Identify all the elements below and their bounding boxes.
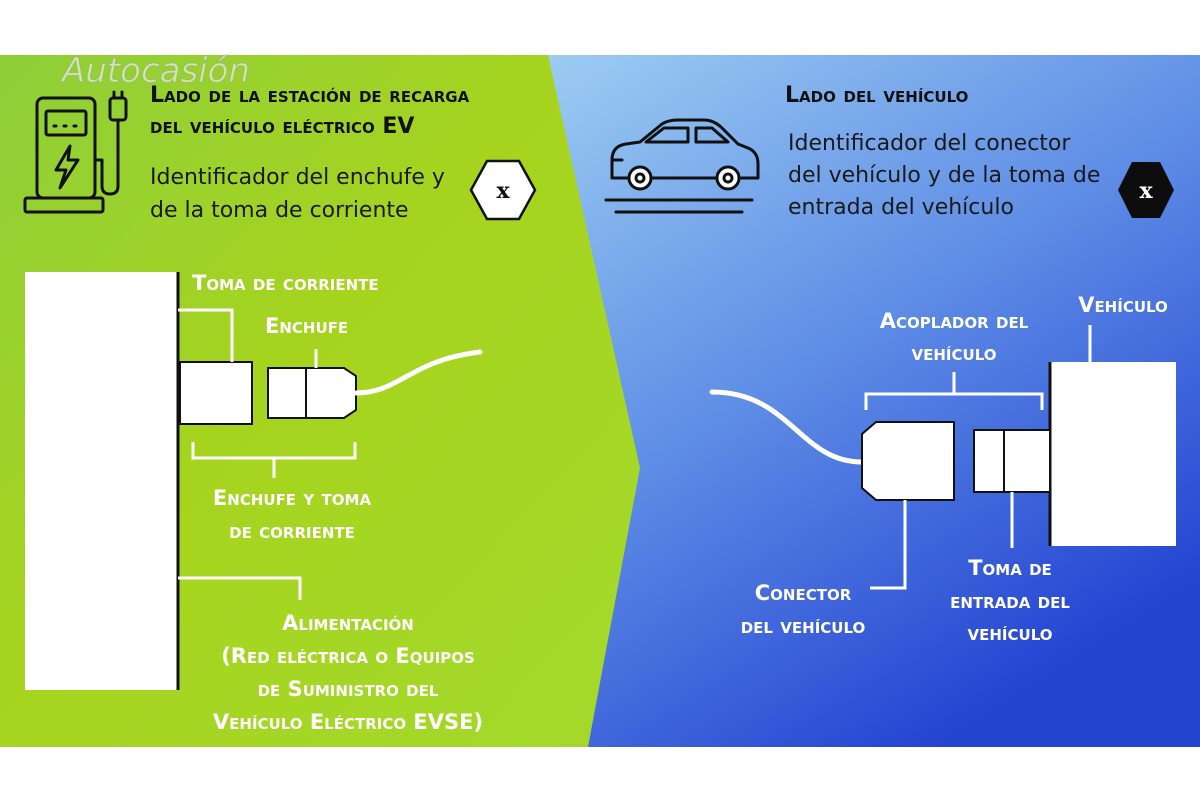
label-inlet-line1: Toma de [968,556,1052,580]
vehicle-heading: Lado del vehículo [785,83,968,108]
plug-shape [267,367,357,419]
station-heading-line1: Lado de la estación de recarga [150,83,470,108]
supply-leader-line [178,576,302,600]
label-connector-line2: del vehículo [741,614,866,638]
car-icon [604,118,760,214]
label-vehicle: Vehículo [1078,293,1168,317]
label-connector-line1: Conector [755,581,852,605]
vehicle-inlet-shape [973,429,1051,493]
station-desc-line1: Identificador del enchufe y [150,165,445,190]
label-plug-outlet-line1: Enchufe y toma [213,486,372,510]
vehicle-desc-line1: Identificador del conector [788,131,1071,156]
vehicle-connector-shape [861,421,955,501]
vehicle-desc-line2: del vehículo y de la toma de [788,163,1100,188]
label-coupler-line1: Acoplador del [880,309,1029,333]
charging-station-icon [23,90,128,214]
connector-leader-line [870,500,907,590]
connector-cable [709,389,865,465]
label-plug-outlet-line2: de corriente [229,519,355,543]
label-inlet-line3: vehículo [968,621,1053,645]
label-supply-line1: Alimentación [282,611,414,635]
vehicle-badge-label: x [1139,178,1153,204]
label-supply-line2: (Red eléctrica o Equipos [221,644,475,668]
label-plug: Enchufe [265,314,348,338]
outlet-leader-line [178,308,234,362]
vehicle-body-box [1050,362,1176,546]
station-badge-label: x [496,178,510,204]
vehicle-desc-line3: entrada del vehículo [788,195,1014,220]
station-identifier-badge: x [469,159,537,221]
label-supply-line4: Vehículo Eléctrico EVSE) [213,710,483,734]
station-desc-line2: de la toma de corriente [150,198,409,223]
station-heading-line2: del vehículo eléctrico EV [150,114,414,139]
label-socket-outlet: Toma de corriente [192,271,379,295]
power-supply-wall [25,272,178,690]
socket-outlet-box [179,361,253,425]
watermark-text: Autocasión [60,51,250,91]
label-coupler-line2: vehículo [912,341,997,365]
plug-cable [353,349,483,396]
label-inlet-line2: entrada del [950,589,1070,613]
label-supply-line3: de Suministro del [258,677,439,701]
vehicle-identifier-badge: x [1118,162,1174,218]
